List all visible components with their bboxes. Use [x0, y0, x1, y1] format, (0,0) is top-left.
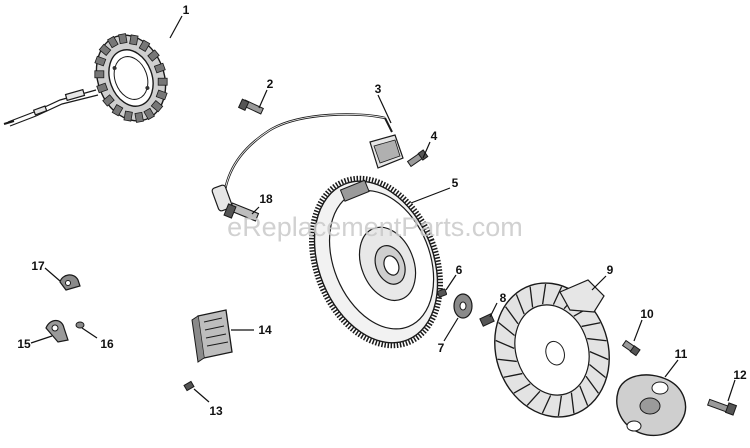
part-11-hub	[616, 374, 687, 437]
part-6-key	[436, 288, 448, 298]
callout-7: 7	[438, 341, 445, 355]
watermark-text: eReplacementParts.com	[227, 212, 523, 242]
part-4-screw	[406, 149, 429, 168]
callout-5: 5	[452, 176, 459, 190]
callout-14: 14	[258, 323, 272, 337]
callout-17: 17	[31, 259, 45, 273]
callout-8: 8	[500, 291, 507, 305]
part-8-nut	[479, 313, 495, 327]
callout-labels: 1 2 3 4 5 6 7 8 9 10 11 12 13 14 15 16 1…	[17, 3, 747, 418]
callout-4: 4	[431, 129, 438, 143]
callout-11: 11	[675, 347, 688, 361]
part-16-washer	[75, 321, 85, 329]
callout-16: 16	[100, 337, 114, 351]
part-1-stator	[3, 33, 168, 127]
callout-3: 3	[375, 82, 382, 96]
callout-12: 12	[733, 368, 747, 382]
part-12-bolt	[706, 398, 738, 416]
part-13-screw	[183, 380, 195, 392]
part-3-ignition-module	[211, 113, 404, 212]
leader-lines	[30, 15, 736, 403]
part-15-clamp	[45, 319, 69, 343]
part-10-screw	[621, 339, 641, 357]
part-5-flywheel	[309, 175, 443, 349]
part-2-screw	[237, 98, 264, 115]
callout-9: 9	[607, 263, 614, 277]
callout-13: 13	[209, 404, 223, 418]
part-9-fan	[494, 279, 610, 418]
part-18-spark-plug	[223, 202, 260, 222]
part-14-rectifier	[191, 309, 233, 363]
callout-2: 2	[267, 77, 274, 91]
callout-15: 15	[17, 337, 31, 351]
callout-18: 18	[259, 192, 273, 206]
callout-1: 1	[183, 3, 190, 17]
callout-6: 6	[456, 263, 463, 277]
callout-10: 10	[640, 307, 654, 321]
part-17-clip	[59, 274, 81, 291]
part-7-washer	[453, 293, 473, 319]
